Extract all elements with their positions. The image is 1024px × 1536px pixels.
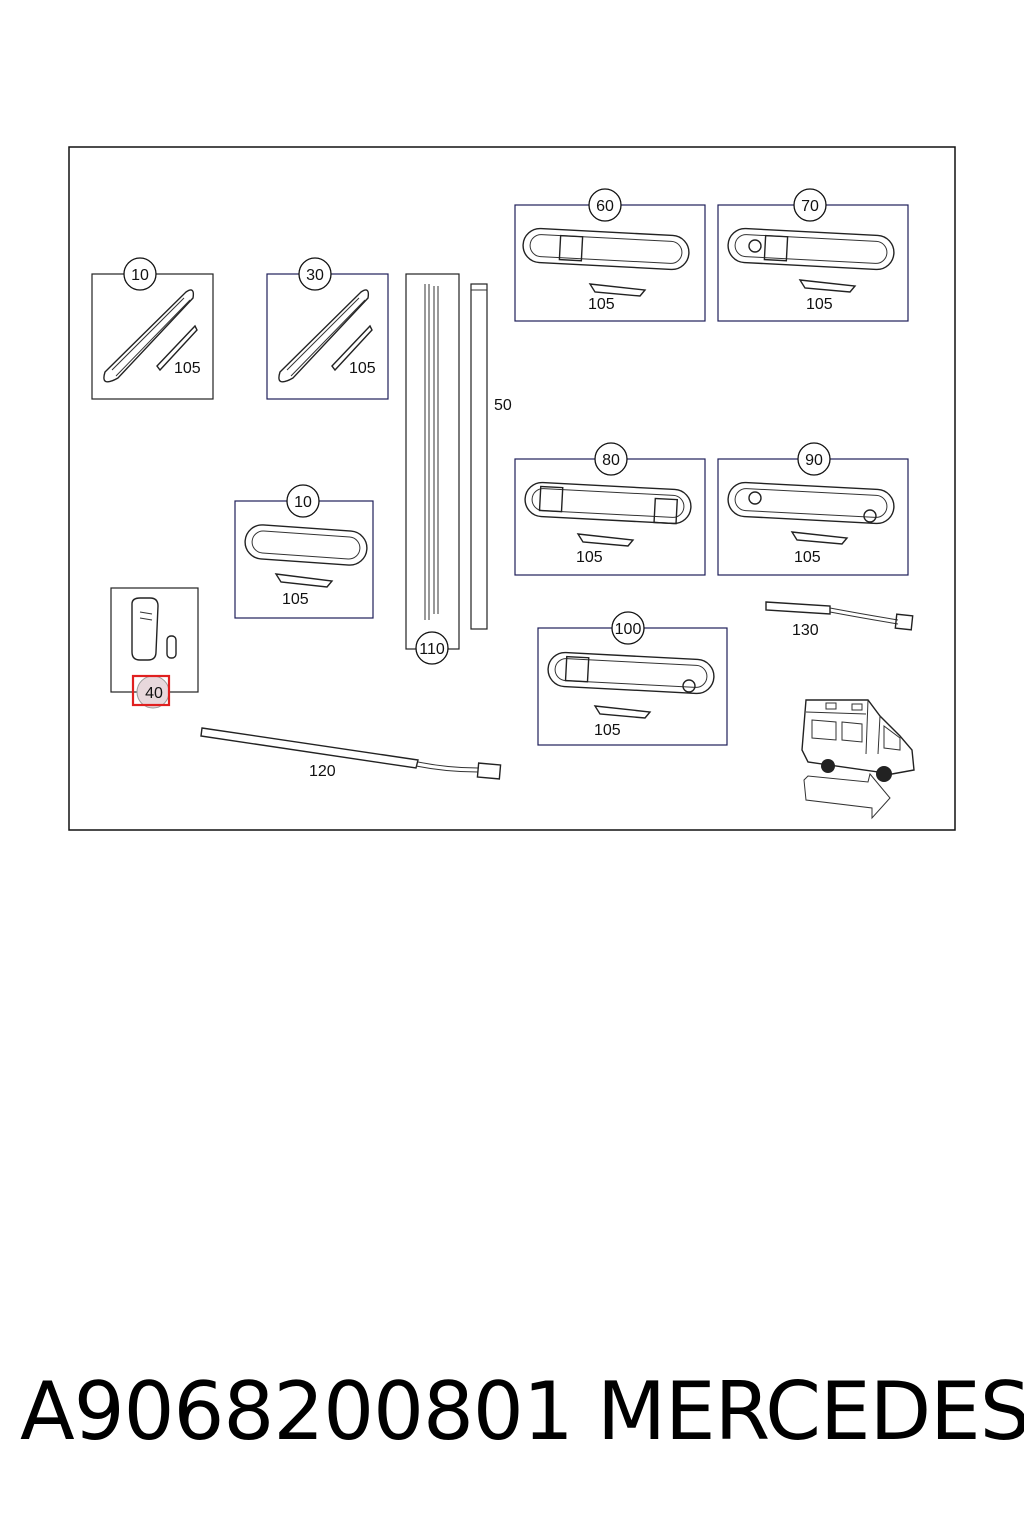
callout-10: 10 bbox=[131, 267, 149, 284]
part-group-130: 130 bbox=[765, 601, 914, 639]
callout-105: 105 bbox=[806, 296, 833, 313]
callout-105: 105 bbox=[594, 722, 621, 739]
callout-60-circle bbox=[588, 188, 622, 222]
part-group-30: 30 105 bbox=[266, 257, 389, 400]
callout-105: 105 bbox=[282, 591, 309, 608]
callout-50: 50 bbox=[494, 397, 512, 414]
part-group-10-diagonal: 10 105 bbox=[91, 257, 214, 400]
part-group-110: 110 bbox=[405, 273, 460, 665]
part-number: A9068200801 bbox=[20, 1365, 574, 1458]
callout-30: 30 bbox=[306, 267, 324, 284]
part-group-100: 100 105 bbox=[537, 611, 728, 746]
callout-100-circle bbox=[611, 611, 645, 645]
van-illustration bbox=[801, 699, 915, 820]
callout-40: 40 bbox=[145, 685, 163, 702]
callout-110-circle bbox=[415, 631, 449, 665]
part-group-90: 90 105 bbox=[717, 442, 909, 576]
callout-30-circle bbox=[298, 257, 332, 291]
callout-10: 10 bbox=[294, 494, 312, 511]
callout-70-circle bbox=[793, 188, 827, 222]
callout-105: 105 bbox=[174, 360, 201, 377]
part-group-80: 80 105 bbox=[514, 442, 706, 576]
part-group-40: 40 bbox=[110, 587, 199, 709]
callout-110: 110 bbox=[419, 641, 445, 658]
callout-90-circle bbox=[797, 442, 831, 476]
callout-130: 130 bbox=[792, 622, 819, 639]
callout-70: 70 bbox=[801, 198, 819, 215]
callout-80-circle bbox=[594, 442, 628, 476]
callout-105: 105 bbox=[794, 549, 821, 566]
callout-120: 120 bbox=[309, 763, 336, 780]
callout-90: 90 bbox=[805, 452, 823, 469]
part-group-10-flat: 10 105 bbox=[234, 484, 374, 619]
part-group-120: 120 bbox=[200, 727, 502, 780]
callout-105: 105 bbox=[349, 360, 376, 377]
part-group-70: 70 105 bbox=[717, 188, 909, 322]
callout-105: 105 bbox=[576, 549, 603, 566]
callout-60: 60 bbox=[596, 198, 614, 215]
part-group-60: 60 105 bbox=[514, 188, 706, 322]
callout-100: 100 bbox=[615, 621, 642, 638]
callout-10-circle bbox=[286, 484, 320, 518]
diagram-frame bbox=[68, 146, 956, 831]
part-group-50-tube: 50 bbox=[470, 283, 512, 630]
callout-80: 80 bbox=[602, 452, 620, 469]
callout-10-circle bbox=[123, 257, 157, 291]
brand-name: MERCEDES bbox=[597, 1365, 1024, 1458]
callout-105: 105 bbox=[588, 296, 615, 313]
highlight-box bbox=[131, 674, 171, 707]
